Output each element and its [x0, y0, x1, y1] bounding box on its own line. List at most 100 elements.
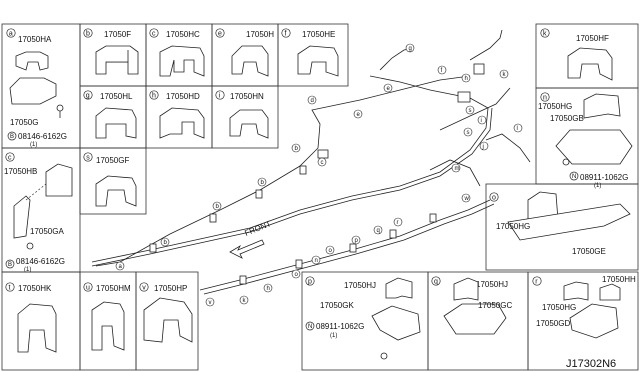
panel-q[interactable]: q 17050HJ 17050GC: [431, 276, 513, 335]
svg-text:v: v: [209, 300, 212, 306]
front-arrow-icon: [229, 239, 265, 259]
panel-h[interactable]: h 17050HD: [149, 90, 205, 139]
svg-text:n: n: [543, 94, 547, 101]
nut-icon: [562, 158, 570, 166]
panel-i[interactable]: i 17050HN: [215, 90, 269, 139]
callout-p-icon: [305, 276, 315, 286]
panel-q-part: 17050HJ: [476, 280, 508, 289]
svg-text:k: k: [243, 298, 247, 304]
callout-e-icon: [215, 28, 225, 38]
panel-k[interactable]: k 17050HF: [540, 28, 613, 81]
panel-c[interactable]: c 17050HC: [149, 28, 205, 77]
panel-grid-lines-right: [301, 23, 639, 371]
panel-v[interactable]: v 17050HP: [139, 282, 193, 343]
panel-b-part: 17050F: [104, 30, 131, 39]
panel-s[interactable]: s 17050GF: [83, 152, 137, 207]
panel-p-nut: 08911-1062G: [316, 322, 364, 331]
svg-text:u: u: [86, 284, 90, 291]
panel-a-sub: 17050G: [10, 118, 38, 127]
callout-b-icon: [83, 28, 93, 38]
panel-c2-qty: (1): [24, 267, 31, 273]
panel-b[interactable]: b 17050F: [83, 28, 139, 75]
panel-g-part: 17050HL: [100, 92, 133, 101]
svg-text:k: k: [503, 72, 507, 78]
panel-v-part: 17050HP: [154, 284, 187, 293]
svg-text:e: e: [387, 86, 391, 92]
svg-text:b: b: [164, 240, 168, 246]
panel-p[interactable]: p 17050HJ 17050GK N 08911-1062G (1): [305, 276, 421, 360]
clip-icon: [453, 277, 479, 301]
pipe-routing: [91, 29, 531, 295]
clip-icon: [385, 277, 413, 299]
routing-callouts: a b b b b c d e e g f h s i s j l k m w …: [115, 43, 523, 307]
panel-n[interactable]: n 17050HG 17050GB N 08911-1062G (1): [538, 92, 633, 189]
bracket-icon: [443, 303, 507, 335]
panel-t[interactable]: t 17050HK: [5, 282, 57, 353]
callout-t-icon: [5, 282, 15, 292]
clip-icon: [231, 45, 269, 77]
panel-f-part: 17050HE: [302, 30, 335, 39]
svg-text:s: s: [469, 108, 472, 114]
svg-text:q: q: [434, 278, 438, 285]
panel-s-part: 17050GF: [96, 156, 129, 165]
svg-text:e: e: [218, 30, 222, 37]
panel-r-hg: 17050HG: [542, 303, 576, 312]
bracket-icon: [13, 195, 31, 239]
panel-h-part: 17050HD: [166, 92, 200, 101]
svg-text:q: q: [377, 228, 380, 234]
panel-o[interactable]: o 17050HG 17050GE: [489, 191, 631, 256]
panel-a[interactable]: a 17050HA 17050G B 08146-6162G (1): [6, 28, 67, 148]
svg-text:r: r: [535, 278, 538, 285]
nut-icon: [380, 352, 388, 360]
svg-text:m: m: [455, 166, 460, 172]
clip-icon: [159, 107, 205, 139]
panel-t-part: 17050HK: [18, 284, 52, 293]
panel-e[interactable]: e 17050H: [215, 28, 274, 77]
clip-icon: [297, 45, 339, 77]
svg-text:e: e: [357, 112, 361, 118]
callout-c-icon: [149, 28, 159, 38]
bolt-icon: [56, 104, 64, 112]
callout-k-icon: [540, 28, 550, 38]
svg-text:B: B: [8, 262, 12, 268]
bracket-icon: [371, 305, 421, 341]
panel-a-bolt: 08146-6162G: [18, 132, 67, 141]
callout-c-icon: [5, 152, 15, 162]
svg-text:w: w: [464, 196, 470, 202]
panel-a-part: 17050HA: [18, 35, 52, 44]
clip-icon: [95, 175, 137, 207]
panel-g[interactable]: g 17050HL: [83, 90, 137, 139]
panel-n-qty: (1): [594, 183, 601, 189]
svg-text:a: a: [119, 264, 123, 270]
front-indicator: FRONT: [229, 219, 272, 259]
svg-text:h: h: [267, 286, 270, 292]
panel-r[interactable]: r 17050HH 17050HG 17050GD: [532, 275, 636, 339]
clip-icon: [583, 93, 621, 119]
svg-text:n: n: [315, 258, 318, 264]
svg-text:b: b: [86, 30, 90, 37]
svg-text:g: g: [409, 46, 412, 52]
panel-o-part: 17050HG: [496, 222, 530, 231]
diagram-id: J17302N6: [566, 358, 616, 370]
panel-u[interactable]: u 17050HM: [83, 282, 131, 351]
panel-c2-bolt: 08146-6162G: [16, 257, 65, 266]
svg-text:B: B: [10, 134, 14, 140]
callout-u-icon: [83, 282, 93, 292]
svg-text:i: i: [219, 92, 221, 99]
svg-text:o: o: [295, 272, 299, 278]
callout-n-icon: [540, 92, 550, 102]
panel-n-part: 17050HG: [538, 102, 572, 111]
clip-icon: [17, 303, 57, 353]
panel-q-gc: 17050GC: [478, 301, 512, 310]
svg-text:t: t: [9, 284, 11, 291]
panel-f[interactable]: f 17050HE: [281, 28, 339, 77]
clip-icon: [159, 45, 205, 77]
svg-text:d: d: [311, 98, 314, 104]
clip-icon: [599, 283, 621, 301]
svg-text:b: b: [295, 146, 299, 152]
callout-v-icon: [139, 282, 149, 292]
panel-r-part: 17050HH: [602, 275, 636, 284]
panel-c2[interactable]: c 17050HB 17050GA B 08146-6162G (1): [4, 152, 73, 273]
panel-n-nut: 08911-1062G: [580, 173, 628, 182]
